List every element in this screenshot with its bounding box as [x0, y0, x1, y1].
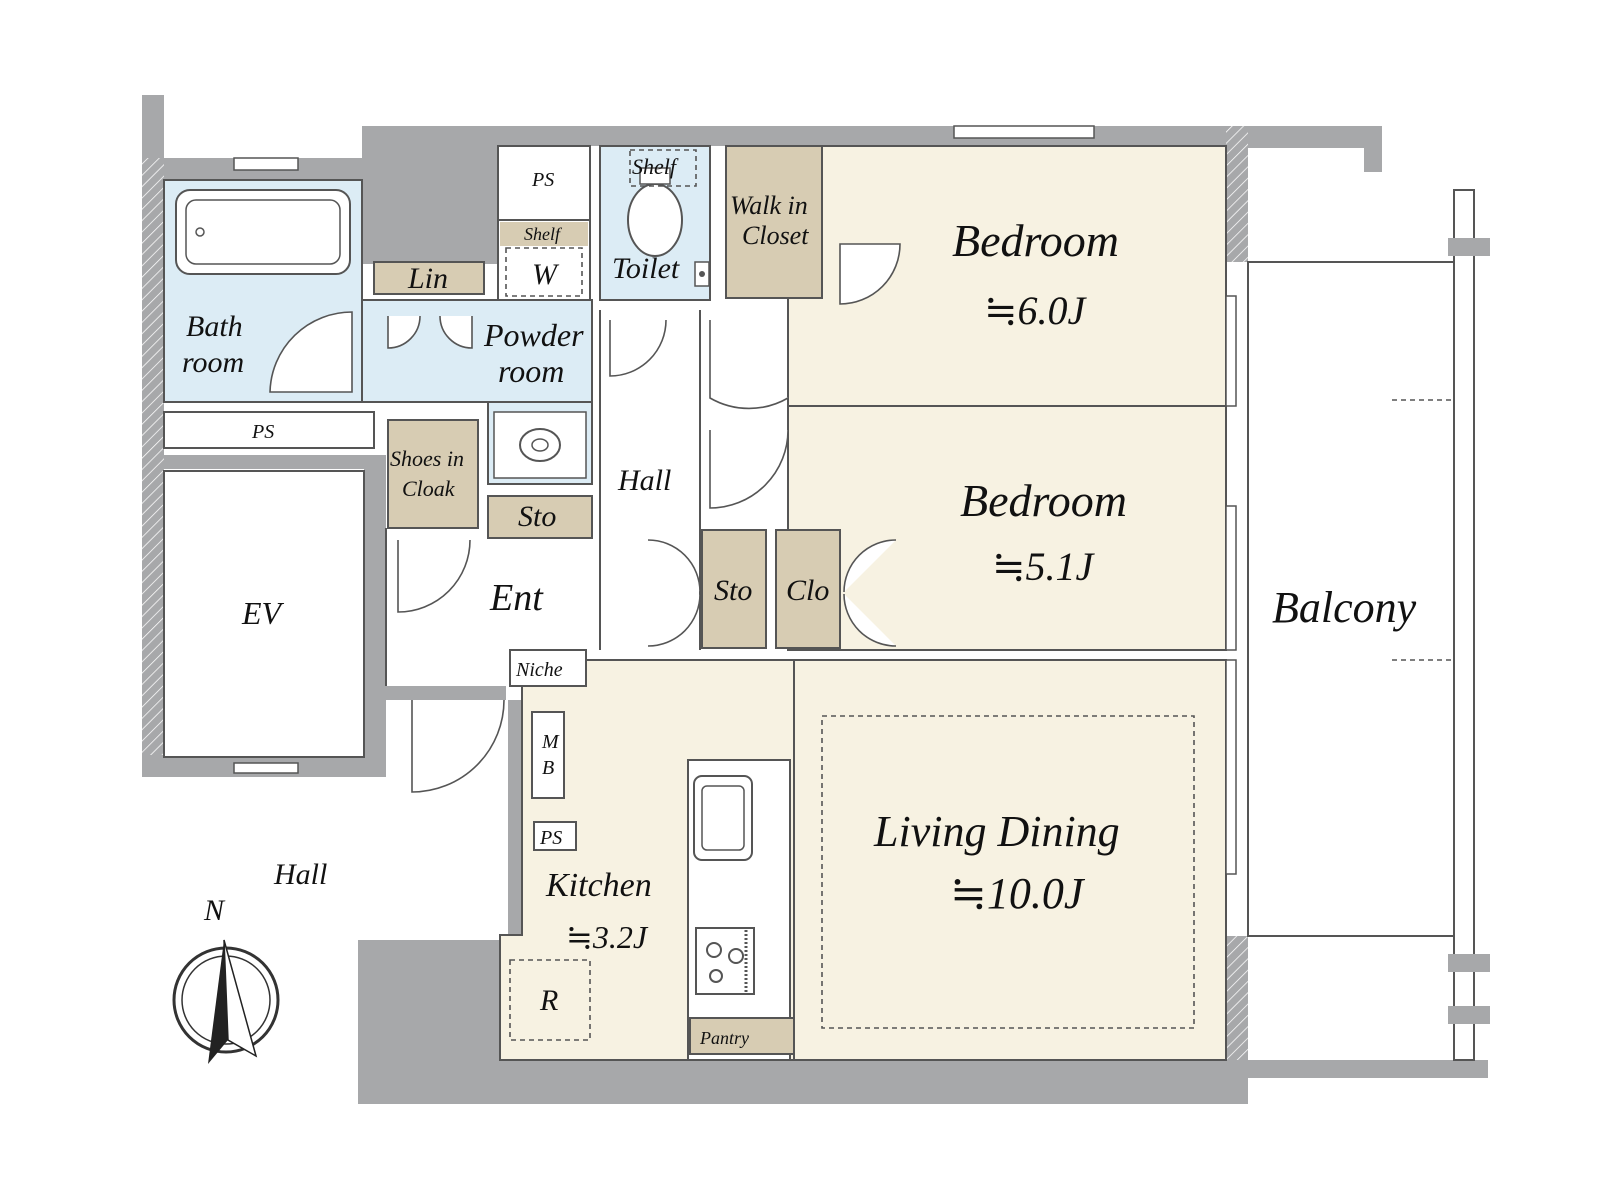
washer-label: W	[532, 258, 560, 291]
hall-outer-label: Hall	[273, 858, 327, 891]
kitchen-area: ≒3.2J	[566, 919, 649, 955]
lin-label: Lin	[407, 262, 448, 295]
powder-room-line1: Powder	[483, 317, 584, 353]
ps-bath-label: PS	[251, 421, 274, 443]
bedroom2-name: Bedroom	[960, 475, 1127, 526]
sto-bedroom-label: Sto	[714, 574, 752, 607]
toilet-icon	[627, 167, 710, 287]
living-dining-area: ≒10.0J	[950, 869, 1086, 918]
ent-label: Ent	[489, 577, 544, 619]
bedroom2-area: ≒5.1J	[992, 544, 1096, 589]
kitchen-name: Kitchen	[545, 867, 652, 904]
shoes-cloak-line2: Cloak	[402, 476, 456, 501]
doors	[269, 243, 901, 793]
powder-room-line2: room	[498, 353, 564, 389]
clo-label: Clo	[786, 574, 829, 607]
kitchen-counter	[687, 759, 791, 1061]
bedroom1-area: ≒6.0J	[984, 288, 1088, 333]
shoes-cloak-line1: Shoes in	[390, 446, 464, 471]
compass-icon: N	[172, 894, 280, 1064]
toilet-label: Toilet	[612, 252, 680, 285]
walkin-closet-line1: Walk in	[730, 191, 808, 220]
mb-line1: M	[541, 731, 560, 753]
bathtub-icon	[175, 189, 351, 275]
stove-icon	[695, 927, 755, 995]
compass-north-label: N	[203, 894, 226, 927]
mb-line2: B	[542, 757, 554, 779]
labels: Bedroom ≒6.0J Bedroom ≒5.1J Living Dinin…	[182, 154, 1417, 1048]
sto-entry-label: Sto	[518, 500, 556, 533]
sink-icon	[493, 411, 587, 479]
shelf-toilet-label: Shelf	[632, 154, 679, 179]
balcony-label: Balcony	[1272, 583, 1417, 632]
living-dining-name: Living Dining	[873, 807, 1120, 856]
niche-label: Niche	[515, 659, 563, 681]
hall-inner-label: Hall	[617, 464, 671, 497]
room-fills	[163, 125, 1490, 1061]
ps-top-label: PS	[531, 169, 554, 191]
ev-label: EV	[241, 595, 285, 631]
shelf-wash-label: Shelf	[524, 224, 563, 244]
pantry-label: Pantry	[699, 1028, 749, 1048]
walkin-closet-line2: Closet	[742, 221, 809, 250]
bath-room-line1: Bath	[186, 310, 243, 343]
fridge-label: R	[539, 984, 558, 1017]
ps-kitchen-label: PS	[539, 827, 562, 849]
bedroom1-name: Bedroom	[952, 215, 1119, 266]
bath-room-line2: room	[182, 346, 244, 379]
